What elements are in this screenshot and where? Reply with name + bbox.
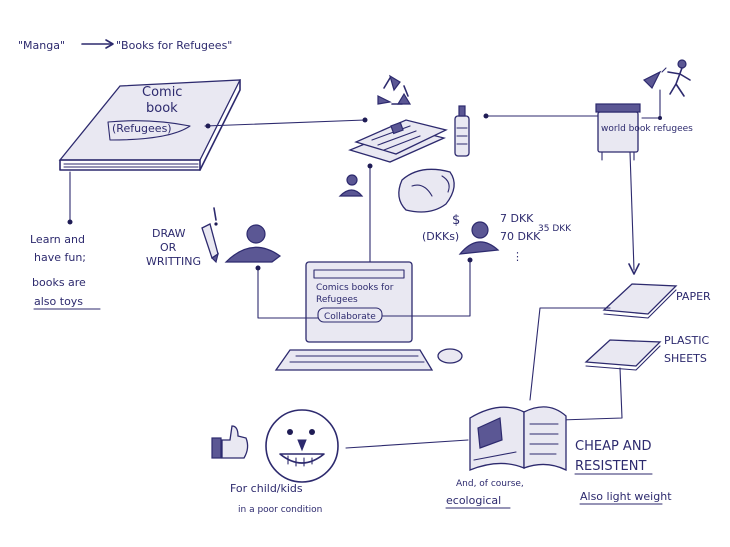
book-spine	[59, 159, 201, 171]
price-more: ⋮	[512, 250, 523, 263]
donor-to-computer-line	[381, 261, 471, 317]
price-2: 70 DKK	[500, 230, 541, 243]
throwing-person-icon	[642, 59, 691, 97]
keyboard	[274, 349, 434, 371]
artist-line-dot	[255, 265, 261, 271]
kids-line2: in a poor condition	[238, 505, 322, 515]
bin-to-paper-line	[629, 151, 635, 271]
artist-person-icon	[224, 224, 282, 263]
draw-note: DRAW OR WRITTING	[146, 227, 201, 268]
screen-line1: Comics books for	[316, 283, 394, 293]
computer-drawing: Comics books for Refugees Collaborate	[274, 261, 463, 371]
draw-note-line3: WRITTING	[146, 255, 201, 268]
header-to-label: "Books for Refugees"	[116, 39, 232, 52]
learn-note-line4: also toys	[34, 295, 83, 308]
learn-note-line2: have fun;	[34, 251, 86, 264]
book-to-papers-line	[204, 119, 366, 127]
qualities-line3: Also light weight	[580, 490, 672, 503]
paper-material-icon: PAPER	[602, 283, 711, 319]
recycle-icon	[377, 74, 412, 105]
mouse-icon	[437, 348, 463, 364]
collaborate-button-outline	[317, 307, 383, 323]
draw-note-line2: OR	[160, 241, 177, 254]
bin-line-dot-left	[483, 113, 489, 119]
bin-person-dot	[658, 116, 662, 120]
book-line-dot-left	[205, 123, 211, 129]
book-title-line2: book	[146, 101, 178, 116]
bin-label: world book refugees	[601, 124, 693, 134]
eco-note: And, of course, ecological	[445, 479, 524, 509]
book-title-line3: (Refugees)	[112, 122, 172, 135]
person-icon	[338, 174, 364, 197]
donation-group: $ (DKKs) 7 DKK 70 DKK 35 DKK ⋮	[422, 212, 572, 263]
money-symbol: $	[452, 213, 460, 228]
thumbs-up-icon	[211, 425, 249, 459]
book-pages	[63, 163, 199, 168]
book-edge	[199, 79, 241, 171]
paper-stack-icon	[348, 119, 448, 163]
book-line-dot-right	[362, 117, 368, 123]
donor-line-dot	[467, 257, 473, 263]
learn-note: Learn and have fun; books are also toys	[30, 233, 101, 310]
plastic-bag-icon	[398, 168, 455, 213]
learn-note-line3: books are	[32, 276, 86, 289]
book-to-note-dot	[67, 219, 73, 225]
bin-to-person-line	[641, 89, 661, 119]
eco-line2: ecological	[446, 494, 501, 507]
recycling-bin-icon: world book refugees	[595, 103, 693, 161]
pencil-icon	[201, 207, 219, 264]
keyboard-keys	[289, 355, 425, 363]
kids-line1: For child/kids	[230, 482, 303, 495]
eco-line1: And, of course,	[456, 479, 524, 489]
plastic-material-icon: PLASTIC SHEETS	[584, 334, 709, 371]
price-3: 35 DKK	[538, 224, 572, 234]
bin-to-paper-arrow	[628, 263, 640, 275]
header: "Manga" "Books for Refugees"	[18, 39, 232, 52]
papers-computer-dot	[367, 163, 373, 169]
plastic-label-line2: SHEETS	[664, 352, 707, 365]
learn-note-line1: Learn and	[30, 233, 85, 246]
openbook-to-smiley-line	[345, 439, 469, 449]
qualities-line1: CHEAP AND	[575, 439, 652, 454]
comic-book-drawing: Comic book (Refugees)	[58, 79, 242, 171]
price-1: 7 DKK	[500, 212, 534, 225]
bottle-icon	[454, 105, 470, 157]
browser-bar	[313, 269, 405, 279]
kids-note: For child/kids in a poor condition	[230, 482, 322, 515]
donor-person-icon	[458, 221, 500, 255]
collaborate-button-label: Collaborate	[324, 312, 376, 322]
header-from-label: "Manga"	[18, 39, 65, 52]
book-title-line1: Comic	[142, 85, 182, 100]
screen-line2: Refugees	[316, 295, 358, 305]
plastic-to-openbook-line	[559, 367, 623, 421]
money-currency: (DKKs)	[422, 230, 459, 243]
draw-note-line1: DRAW	[152, 227, 186, 240]
qualities-line2: RESISTENT	[575, 459, 646, 474]
paper-to-openbook-line	[529, 307, 611, 401]
smiley-face-icon	[265, 409, 339, 483]
qualities-note: CHEAP AND RESISTENT Also light weight	[574, 439, 672, 505]
header-arrow-head	[105, 39, 114, 49]
paper-label: PAPER	[676, 290, 711, 303]
open-book-icon	[469, 406, 567, 472]
book-title-circle	[107, 120, 191, 141]
plastic-label-line1: PLASTIC	[664, 334, 709, 347]
artist-to-computer-line	[257, 269, 319, 319]
exclamation-mark	[213, 207, 217, 221]
